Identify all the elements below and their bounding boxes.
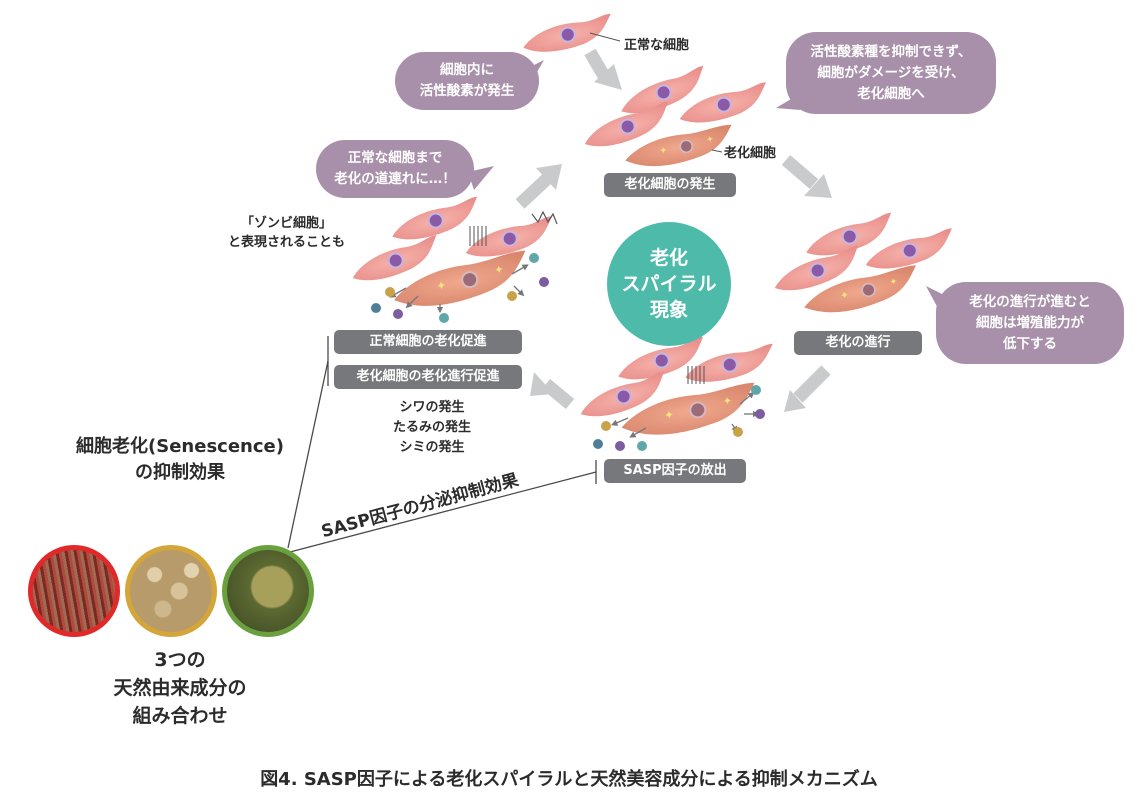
label-zombie-line1: 「ゾンビ細胞」 xyxy=(241,216,333,231)
label-aged-cell: 老化細胞 xyxy=(724,146,777,161)
ingredient-seeds-image xyxy=(125,545,217,637)
ingredient-red-plant-image xyxy=(28,545,120,637)
bubble-ros-line2: 活性酸素が発生 xyxy=(419,83,515,99)
bubble-damage-line1: 活性酸素種を抑制できず、 xyxy=(810,43,972,60)
bubble-companion-line2: 老化の道連れに…！ xyxy=(334,171,456,187)
bubble-ros: 細胞内に 活性酸素が発生 xyxy=(395,52,539,110)
skin-effect-sagging: たるみの発生 xyxy=(392,420,471,435)
center-line1: 老化 xyxy=(649,247,688,269)
label-zombie: 「ゾンビ細胞」 と表現されることも xyxy=(228,214,345,252)
center-line2: スパイラル xyxy=(621,273,717,295)
tag-aged-promote: 老化細胞の老化進行促進 xyxy=(334,365,522,389)
ingredients-line1: 3つの xyxy=(154,649,206,671)
senescence-effect-line1: 細胞老化(Senescence) xyxy=(76,436,284,457)
bubble-progress-line1: 老化の進行が進むと xyxy=(969,293,1091,310)
label-skin-effects: シワの発生 たるみの発生 シミの発生 xyxy=(380,398,484,458)
tag-aging-progress: 老化の進行 xyxy=(794,331,922,355)
arrow-down-3 xyxy=(793,365,831,403)
arrow-down-1 xyxy=(584,48,610,80)
arrow-up-left xyxy=(541,379,575,409)
arrow-down-2 xyxy=(781,155,819,189)
ingredients-line3: 組み合わせ xyxy=(132,705,228,727)
tag-sasp-release: SASP因子の放出 xyxy=(604,459,746,483)
center-line3: 現象 xyxy=(649,299,688,321)
figure-caption: 図4. SASP因子による老化スパイラルと天然美容成分による抑制メカニズム xyxy=(260,769,878,790)
bubble-ros-line1: 細胞内に xyxy=(440,62,494,78)
senescence-effect-line2: の抑制効果 xyxy=(135,462,225,483)
bubble-damage-line2: 細胞がダメージを受け、 xyxy=(817,64,965,81)
aging-spiral-center: 老化 スパイラル 現象 xyxy=(607,222,731,346)
ingredients-line2: 天然由来成分の xyxy=(113,677,247,699)
label-normal-cell: 正常な細胞 xyxy=(624,38,690,53)
bubble-progress-line3: 低下する xyxy=(1003,335,1057,352)
skin-effect-wrinkles: シワの発生 xyxy=(399,400,465,415)
label-senescence-effect: 細胞老化(Senescence) の抑制効果 xyxy=(60,434,300,486)
bubble-damage: 活性酸素種を抑制できず、 細胞がダメージを受け、 老化細胞へ xyxy=(786,32,996,114)
arrow-up-right xyxy=(515,171,555,209)
label-zombie-line2: と表現されることも xyxy=(228,235,346,250)
tag-normal-promote: 正常細胞の老化促進 xyxy=(334,330,522,354)
bubble-damage-line3: 老化細胞へ xyxy=(857,85,925,102)
ingredient-herb-powder-image xyxy=(222,545,314,637)
bubble-companion: 正常な細胞まで 老化の道連れに…！ xyxy=(316,140,474,198)
bubble-companion-line1: 正常な細胞まで xyxy=(347,150,443,166)
label-ingredients: 3つの 天然由来成分の 組み合わせ xyxy=(60,646,300,730)
skin-effect-spots: シミの発生 xyxy=(399,440,465,455)
bubble-progress: 老化の進行が進むと 細胞は増殖能力が 低下する xyxy=(936,282,1124,364)
bubble-progress-line2: 細胞は増殖能力が xyxy=(976,314,1084,331)
tag-aged-occurrence: 老化細胞の発生 xyxy=(604,173,736,197)
